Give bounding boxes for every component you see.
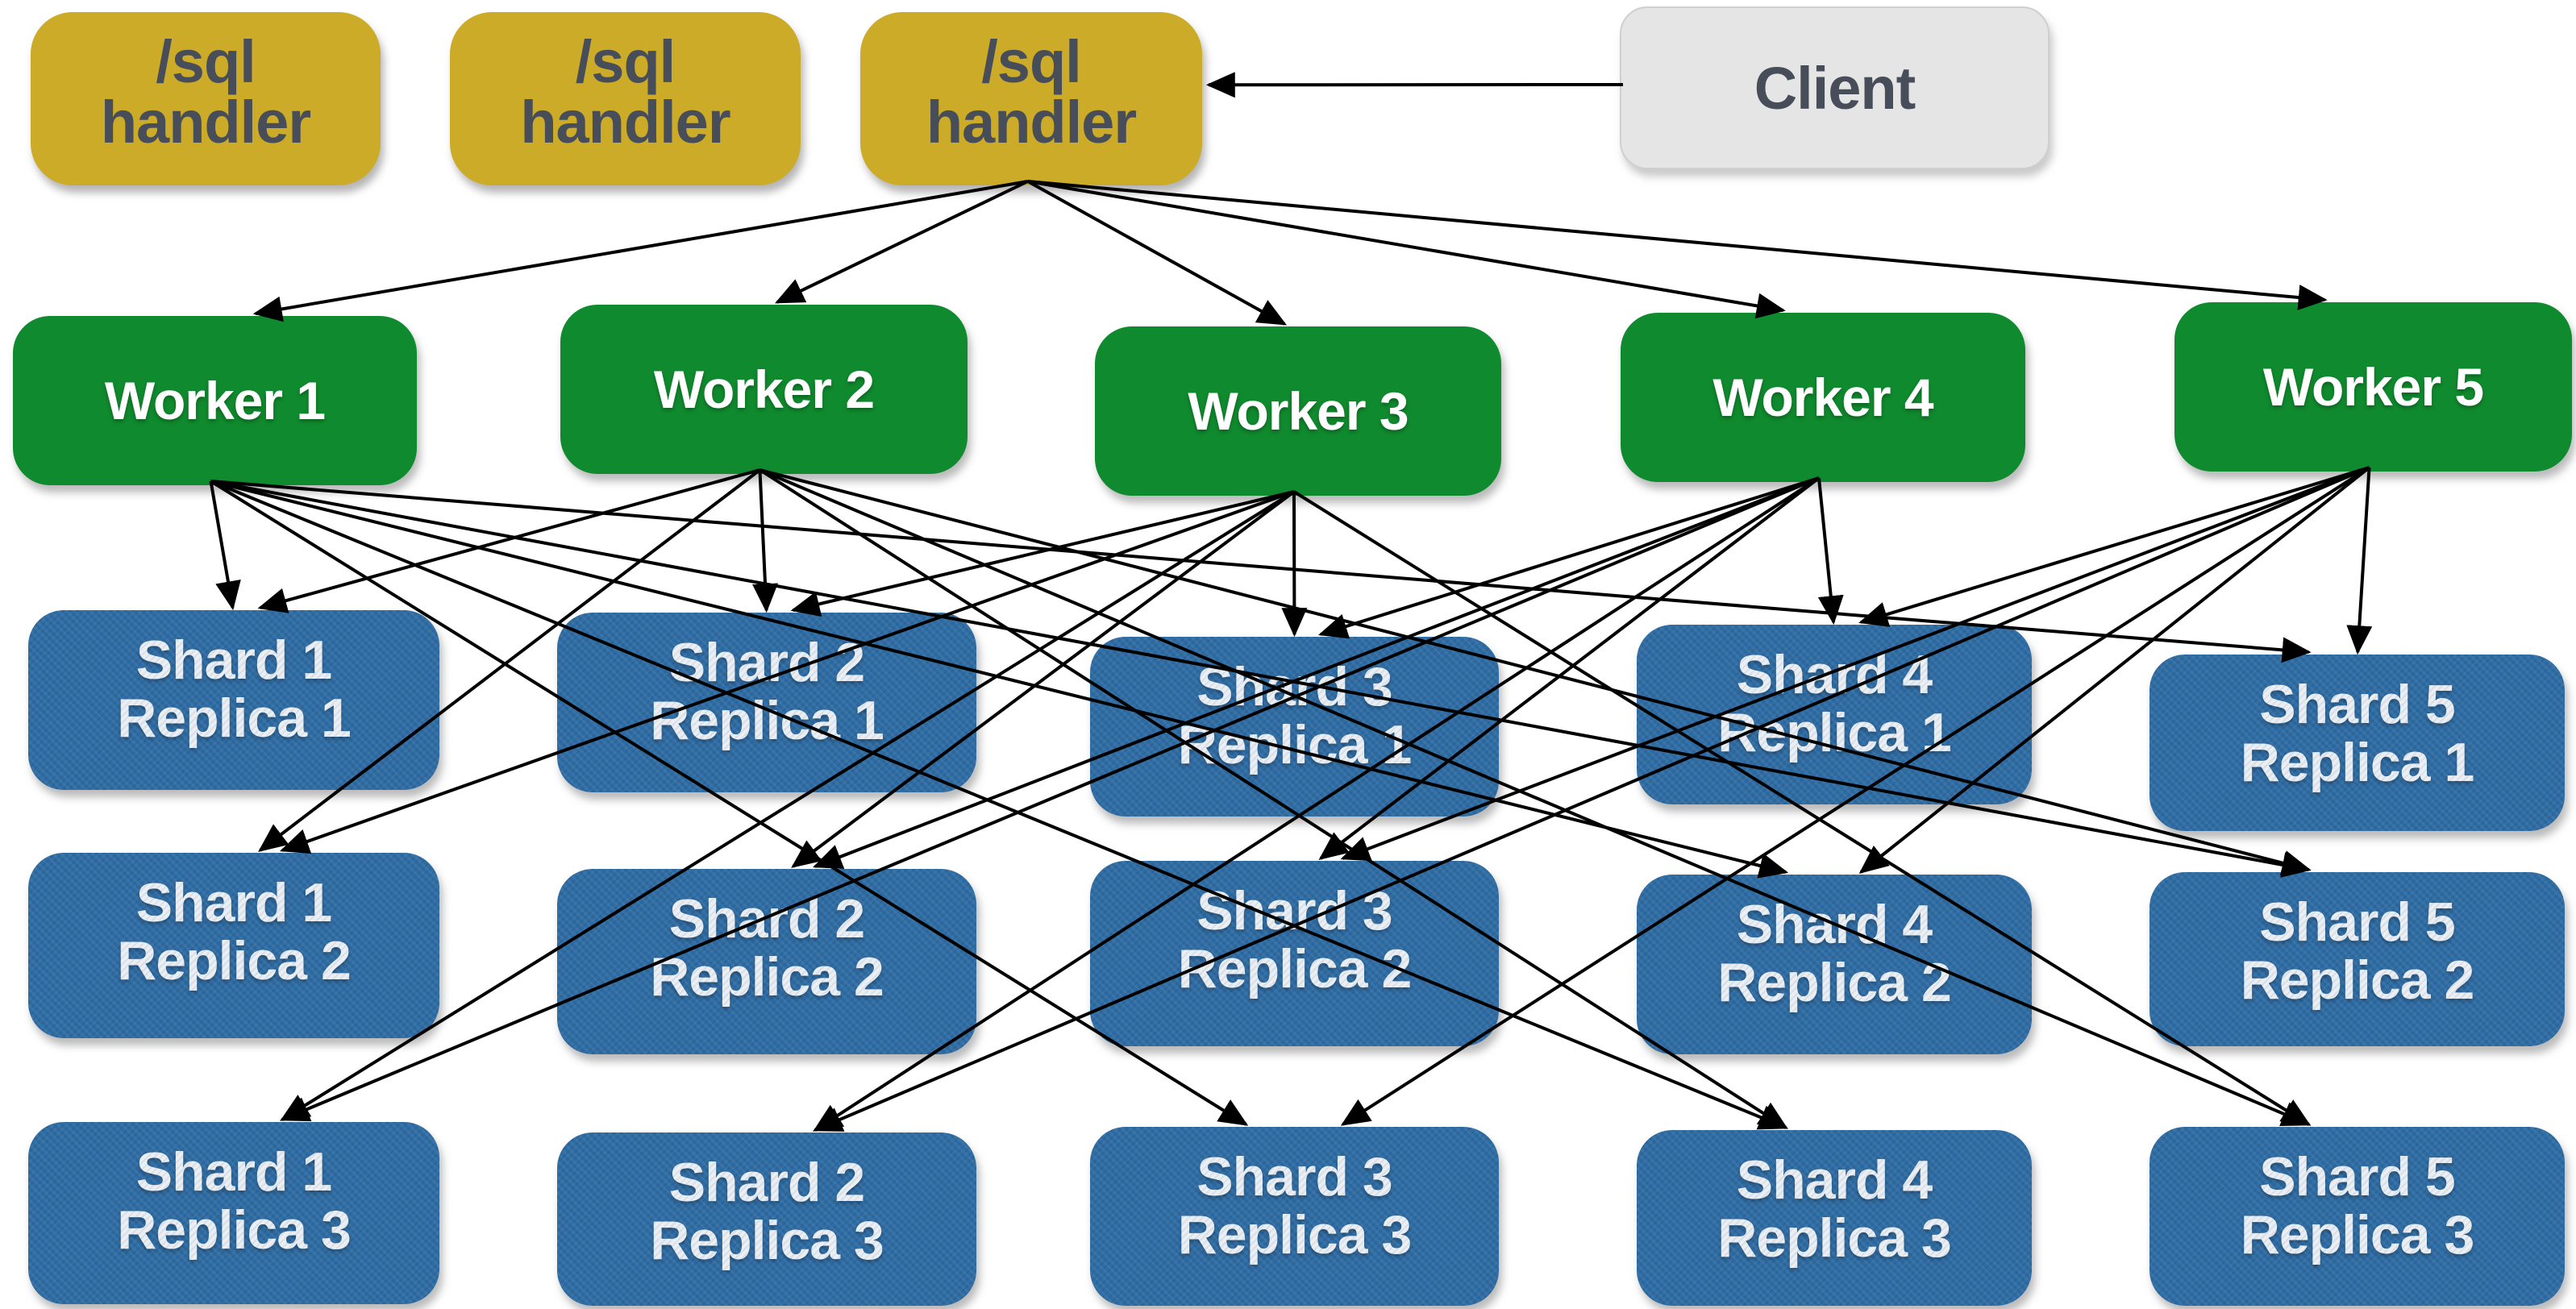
- s5r3-label-line: Replica 3: [2240, 1204, 2475, 1266]
- arrow-worker1-to-s4r3: [210, 480, 1788, 1130]
- s2r2-label-line: Replica 2: [650, 946, 884, 1008]
- handler3-label-line: /sql: [981, 28, 1081, 95]
- arrow-handler3-to-worker5: [1027, 180, 2328, 310]
- s1r1-label-line: Shard 1: [135, 630, 332, 691]
- arrow-worker5-to-s5r1: [2346, 467, 2373, 655]
- s1r1-label-line: Replica 1: [117, 688, 352, 750]
- s5r2-label-line: Shard 5: [2259, 891, 2455, 953]
- s2r2-label-line: Shard 2: [668, 888, 865, 950]
- s4r1-label-line: Replica 1: [1717, 702, 1952, 764]
- s5r2-label-line: Replica 2: [2240, 950, 2475, 1012]
- s1r3-label-line: Replica 3: [117, 1199, 352, 1261]
- client-box-: Client: [1620, 6, 2050, 169]
- s4r3-label-line: Replica 3: [1717, 1207, 1952, 1270]
- handler1-label-line: /sql: [156, 28, 256, 95]
- s3r3-label-line: Shard 3: [1196, 1146, 1392, 1207]
- s4r2-label-line: Replica 2: [1717, 952, 1952, 1014]
- s4r2-label-line: Shard 4: [1736, 894, 1933, 955]
- s4r3-label-line: Shard 4: [1736, 1149, 1933, 1211]
- worker2-label-line: Worker 2: [653, 359, 875, 419]
- arrow-handler3-to-worker3: [1026, 180, 1288, 326]
- worker-box-2: Worker 2: [560, 305, 968, 474]
- arrow-worker1-to-s4r2: [210, 480, 1789, 879]
- arrow-worker5-to-s2r3: [813, 466, 2370, 1132]
- s1r3-label-line: Shard 1: [135, 1141, 332, 1203]
- s5r1-label-line: Replica 1: [2240, 732, 2475, 794]
- s2r3-label-line: Shard 2: [668, 1152, 865, 1213]
- arrow-worker4-to-s4r1: [1817, 477, 1844, 625]
- s3r2-label-line: Shard 3: [1196, 880, 1392, 941]
- worker1-label-line: Worker 1: [104, 371, 326, 430]
- arrow-worker2-to-s1r1: [257, 468, 760, 613]
- s5r3-label-line: Shard 5: [2259, 1146, 2455, 1207]
- client-label-line: Client: [1754, 54, 1916, 122]
- s3r1-label-line: Shard 3: [1196, 656, 1392, 717]
- s1r2-label-line: Shard 1: [135, 872, 332, 933]
- arrow-handler3-to-worker2: [774, 180, 1029, 304]
- worker-box-3: Worker 3: [1095, 326, 1501, 496]
- arrow-worker4-to-s3r1: [1317, 476, 1820, 639]
- s3r2-label-line: Replica 2: [1177, 938, 1413, 1000]
- arrow-worker5-to-s4r1: [1858, 466, 2370, 627]
- worker-box-5: Worker 5: [2174, 302, 2572, 472]
- s3r3-label-line: Replica 3: [1177, 1204, 1413, 1266]
- arrow-handler3-to-worker1: [252, 180, 1029, 322]
- worker3-label-line: Worker 3: [1188, 381, 1409, 441]
- worker5-label-line: Worker 5: [2262, 357, 2484, 417]
- worker4-label-line: Worker 4: [1712, 368, 1933, 427]
- s2r1-label-line: Shard 2: [668, 632, 865, 693]
- arrow-worker2-to-s5r2: [759, 468, 2312, 876]
- arrow-worker2-to-s2r1: [752, 469, 779, 613]
- handler2-label-line: /sql: [575, 28, 676, 95]
- s5r1-label-line: Shard 5: [2259, 674, 2455, 735]
- s2r1-label-line: Replica 1: [650, 690, 884, 752]
- handler3-label-line: handler: [926, 89, 1137, 156]
- arrow-worker4-to-s1r3: [280, 476, 1820, 1122]
- arrow-worker3-to-s3r1: [1281, 491, 1308, 638]
- s1r2-label-line: Replica 2: [117, 930, 352, 992]
- worker-box-1: Worker 1: [13, 316, 417, 485]
- arrow-handler3-to-worker4: [1027, 180, 1786, 319]
- s2r3-label-line: Replica 3: [650, 1210, 884, 1272]
- arrow-worker1-to-s1r1: [209, 480, 241, 611]
- arrow-worker3-to-s2r1: [790, 490, 1295, 617]
- s3r1-label-line: Replica 1: [1177, 714, 1413, 776]
- worker-box-4: Worker 4: [1621, 313, 2025, 482]
- s4r1-label-line: Shard 4: [1736, 644, 1933, 705]
- handler2-label-line: handler: [520, 89, 730, 156]
- arrow-worker2-to-s5r3: [759, 468, 2312, 1126]
- handler1-label-line: handler: [100, 89, 311, 156]
